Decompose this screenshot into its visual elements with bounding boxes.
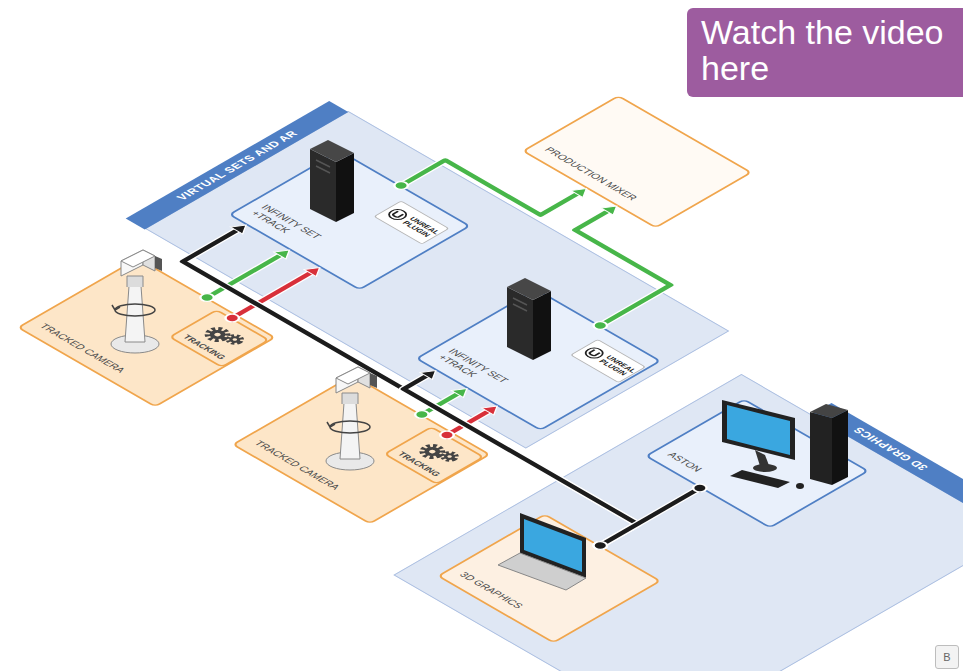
connector-outline [600,488,700,546]
box-label: TRACKED CAMERA [251,439,342,492]
connector-outline [146,230,693,546]
tracking-box [227,335,243,344]
server-tower [507,278,551,360]
connector-stroke [207,255,281,298]
laptop [498,553,586,590]
connector-stroke [401,138,579,241]
tracking-box: TRACKING [168,309,270,368]
connector [392,131,593,247]
connector [135,222,706,552]
plugin-badge [392,211,403,218]
connector-line [505,211,704,326]
connector-outline [207,255,281,298]
aston-workstation [730,470,790,488]
aston-workstation [755,450,770,468]
connector-line [207,255,281,298]
tracking-box [225,334,244,345]
connector-dot [591,540,610,551]
aston-workstation [722,400,848,489]
connector [411,385,473,421]
nav-button: B [935,645,959,669]
aston-workstation [722,400,795,460]
connector [356,367,675,551]
link-text: Watch the video here [701,14,949,86]
connector-stroke [505,211,704,326]
connector-line [600,488,700,546]
laptop [524,519,582,572]
tracking-box [428,449,437,454]
server-box: INFINITY SET +TRACK UNREAL PLUGIN [228,150,471,291]
connector-line [401,138,579,241]
button-label: B [943,651,950,663]
connector [436,403,503,442]
connector-dot [392,180,411,191]
tracking-box [206,328,229,341]
box-label: INFINITY SET +TRACK [435,347,525,399]
connector-line [146,230,693,546]
connector-dot [412,409,431,420]
connector-dot [223,313,242,324]
box-label: 3D GRAPHICS [457,571,526,611]
connector-outline [366,375,661,546]
arrow-head [571,185,593,198]
aston-workstation [810,404,848,418]
camera-pedestal [111,250,162,353]
tracking-box [446,455,452,459]
aston-workstation [832,410,848,485]
arrow-head [451,385,473,398]
tracking-box [232,338,238,342]
connector-outline [401,138,579,241]
server-tower [310,140,354,222]
laptop [520,513,586,578]
laptop [498,513,586,590]
connector-line [366,375,661,546]
arrow-head [482,403,504,416]
tracking-box: TRACKING [383,426,485,485]
tracking-box [418,444,446,460]
connector [494,203,717,332]
arrow-head [601,203,623,216]
tracking-box [213,332,222,337]
box-label: TRACKED CAMERA [37,322,128,375]
connector-dot [690,483,709,494]
badge-text: UNREAL PLUGIN [596,354,638,378]
box-label: ASTON [664,451,704,474]
badge-text: UNREAL PLUGIN [400,216,442,240]
connector [591,483,710,552]
connector-stroke [366,375,661,546]
camera-pedestal [326,367,377,470]
aston-workstation [727,405,790,455]
arrow-head [274,247,296,260]
connector-dot [198,292,217,303]
connector-outline [505,211,704,326]
plugin-badge [589,350,600,357]
arrow-head [230,222,252,235]
aston-workstation [796,483,804,489]
tracking-box [442,452,458,461]
plugin-badge [386,208,410,222]
box-label: INFINITY SET +TRACK [248,203,338,255]
tracking-box [440,451,459,462]
tracking-box [204,327,232,343]
connector-dot [437,430,456,441]
tracking-box [421,445,444,458]
connector-stroke [146,230,693,546]
arrow-head [420,367,442,380]
aston-workstation [753,464,777,472]
plugin-badge: UNREAL PLUGIN [570,339,646,383]
plugin-badge [582,346,606,360]
arrow-head [304,264,326,277]
connector-dot [591,320,610,331]
box-label: PRODUCTION MIXER [541,146,639,203]
connector-stroke [600,488,700,546]
plugin-badge: UNREAL PLUGIN [373,201,449,245]
aston-workstation [810,412,832,485]
video-link-box: Watch the video here [687,8,963,97]
